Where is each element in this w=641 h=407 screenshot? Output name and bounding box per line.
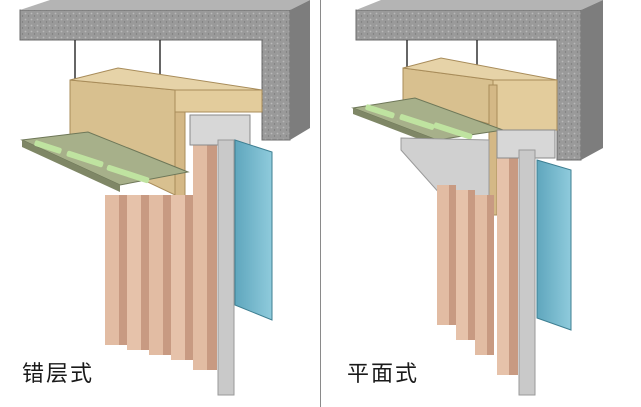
panel-flat: 平面式 [321, 0, 641, 407]
insulation-strip [399, 114, 435, 130]
wood-ledge [174, 89, 263, 113]
flat-ceiling-illustration [351, 0, 603, 396]
window-glass [536, 159, 572, 331]
staggered-ceiling-illustration [19, 0, 310, 396]
insulation-strip [66, 150, 104, 168]
insulation-strip [365, 104, 395, 119]
concrete-slab-top [356, 0, 603, 10]
concrete-slab-side [581, 0, 603, 160]
insulation-strip [34, 140, 62, 154]
sheer-curtain [217, 139, 235, 396]
ceiling-panel-edge [22, 140, 120, 192]
window-glass [234, 139, 273, 321]
panel-staggered: 错层式 [0, 0, 320, 407]
panel-divider [320, 0, 321, 407]
caption-flat: 平面式 [347, 362, 420, 387]
concrete-slab-top [20, 0, 310, 10]
ceiling-panel-edge [353, 108, 437, 146]
curtain-folds [437, 130, 518, 375]
insulation-strip [433, 122, 473, 140]
wood-ledge [492, 79, 558, 131]
caption-staggered: 错层式 [22, 362, 95, 387]
insulation-strip [106, 164, 150, 184]
concrete-slab-side [290, 0, 310, 140]
sheer-curtain [518, 149, 536, 396]
curtain-folds [105, 120, 217, 370]
wood-stile [174, 111, 186, 203]
